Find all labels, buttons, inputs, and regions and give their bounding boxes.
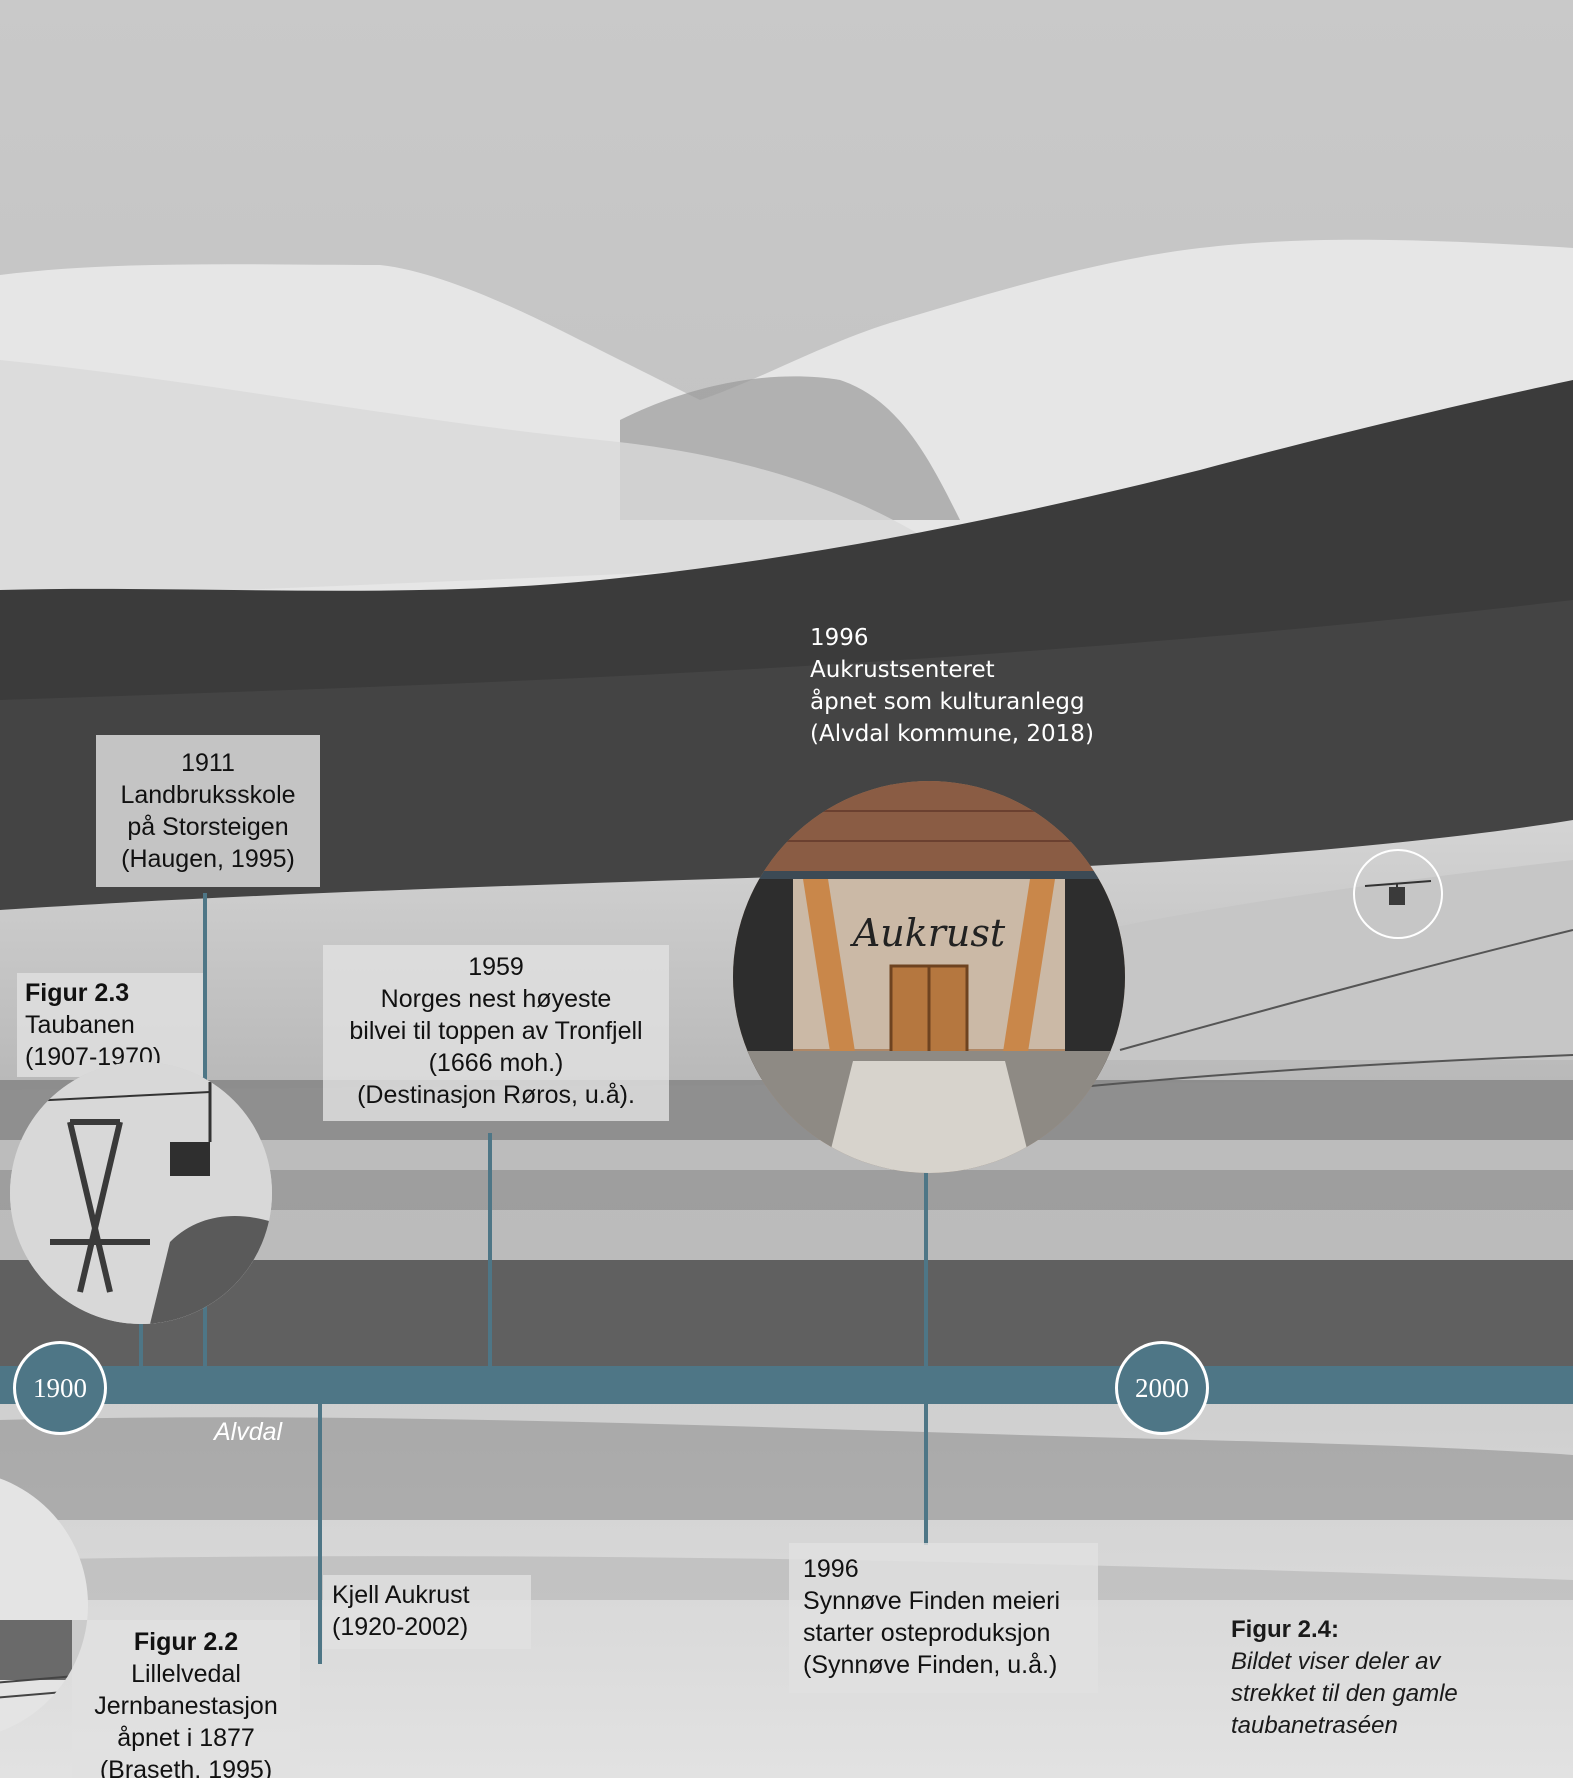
aukrustsenteret-photo: Aukrust	[733, 781, 1125, 1173]
event-kjell-aukrust: Kjell Aukrust (1920-2002)	[323, 1575, 531, 1649]
event-1996a-source: (Alvdal kommune, 2018)	[810, 721, 1094, 747]
event-1959-year: 1959	[468, 953, 524, 981]
event-1911-source: (Haugen, 1995)	[121, 845, 295, 873]
event-1959-line2: bilvei til toppen av Tronfjell	[349, 1017, 643, 1045]
fig-2-2-source: (Braseth, 1995)	[99, 1756, 273, 1778]
event-1911-line1: Landbruksskole	[120, 781, 296, 809]
cable-car-icon	[1364, 880, 1432, 905]
aukrust-name: Kjell Aukrust	[332, 1581, 470, 1609]
fig-2-2-line1: Lillelvedal	[131, 1660, 241, 1688]
event-1959: 1959 Norges nest høyeste bilvei til topp…	[323, 945, 669, 1121]
figure-2-2-label: Figur 2.2 Lillelvedal Jernbanestasjon åp…	[72, 1620, 300, 1778]
event-1959-line1: Norges nest høyeste	[380, 985, 612, 1013]
fig-2-3-title: Figur 2.3	[25, 979, 130, 1007]
fig-2-4-line2: strekket til den gamle	[1231, 1680, 1458, 1707]
event-1996-aukrustsenteret: 1996 Aukrustsenteret åpnet som kulturanl…	[810, 622, 1170, 750]
stem-1959	[488, 1133, 492, 1370]
event-1996a-line2: åpnet som kulturanlegg	[810, 689, 1085, 715]
stem-aukrust	[318, 1400, 322, 1664]
cable-car-highlight	[1353, 849, 1443, 939]
aukrust-years: (1920-2002)	[332, 1613, 469, 1641]
event-1996a-line1: Aukrustsenteret	[810, 657, 995, 683]
stem-1996-bottom	[924, 1400, 928, 1545]
figure-2-4-caption: Figur 2.4: Bildet viser deler av strekke…	[1231, 1614, 1551, 1742]
fig-2-2-title: Figur 2.2	[133, 1628, 239, 1656]
event-1911-year: 1911	[181, 749, 235, 777]
synnove-line1: Synnøve Finden meieri	[803, 1587, 1061, 1615]
taubanen-photo	[10, 1062, 272, 1324]
year-marker-1900: 1900	[13, 1341, 107, 1435]
year-marker-2000: 2000	[1115, 1341, 1209, 1435]
fig-2-4-line3: taubanetraséen	[1231, 1712, 1398, 1739]
event-1959-line3: (1666 moh.)	[428, 1049, 564, 1077]
stem-taubanen	[139, 1300, 143, 1370]
event-1996-synnove: 1996 Synnøve Finden meieri starter ostep…	[789, 1543, 1098, 1693]
synnove-source: (Synnøve Finden, u.å.)	[803, 1651, 1058, 1679]
event-1959-source: (Destinasjon Røros, u.å).	[357, 1081, 635, 1109]
event-1911-line2: på Storsteigen	[127, 813, 289, 841]
synnove-year: 1996	[803, 1555, 859, 1583]
fig-2-3-name: Taubanen	[25, 1011, 135, 1039]
place-label: Alvdal	[214, 1418, 283, 1446]
event-1996a-year: 1996	[810, 625, 869, 651]
synnove-line2: starter osteproduksjon	[803, 1619, 1051, 1647]
fig-2-4-title: Figur 2.4:	[1231, 1616, 1340, 1643]
fig-2-2-line3: åpnet i 1877	[117, 1724, 255, 1752]
figure-2-3-label: Figur 2.3 Taubanen (1907-1970)	[17, 973, 203, 1077]
timeline-bar	[0, 1366, 1573, 1404]
stem-1996-top	[924, 1170, 928, 1370]
fig-2-2-line2: Jernbanestasjon	[94, 1692, 278, 1720]
fig-2-4-line1: Bildet viser deler av	[1231, 1648, 1441, 1675]
aukrust-sign-text: Aukrust	[850, 911, 1006, 955]
event-1911: 1911 Landbruksskole på Storsteigen (Haug…	[96, 735, 320, 887]
